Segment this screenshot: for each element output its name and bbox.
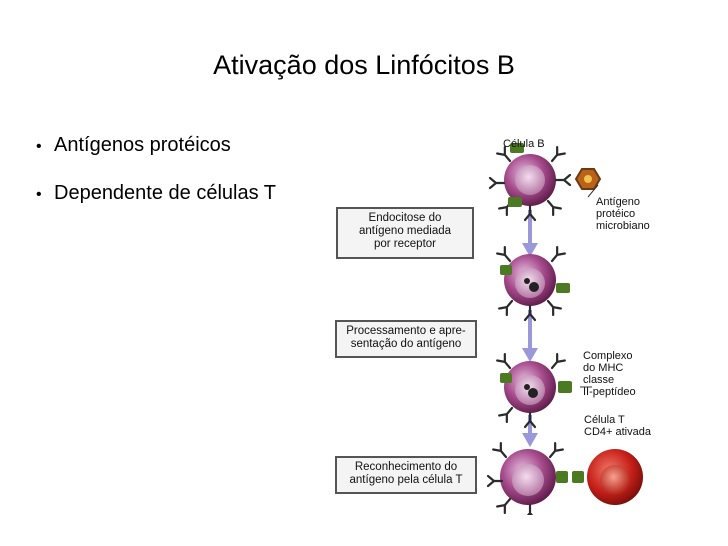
bullet-dot-icon: •	[36, 138, 42, 155]
label-t-cell: Célula T CD4+ ativada	[584, 414, 651, 438]
step-processing: Processamento e apre- sentação do antíge…	[335, 320, 477, 358]
step-recognition: Reconhecimento do antígeno pela célula T	[335, 456, 477, 494]
b-cell-3	[496, 352, 572, 429]
step-endocytosis: Endocitose do antígeno mediada por recep…	[336, 207, 474, 259]
label-antigen: Antígeno protéico microbiano	[596, 196, 650, 232]
label-mhc-complex: Complexo do MHC classe II-peptídeo	[583, 350, 636, 398]
b-cell-activation-figure	[486, 143, 643, 515]
b-cell-1	[488, 143, 572, 222]
label-b-cell: Célula B	[503, 138, 545, 150]
microbial-antigen-icon	[574, 168, 602, 190]
slide-title: Ativação dos Linfócitos B	[213, 50, 515, 80]
bullet-item: •Antígenos protéicos	[36, 133, 276, 159]
bullet-list: •Antígenos protéicos •Dependente de célu…	[36, 133, 276, 229]
bullet-dot-icon: •	[36, 186, 42, 203]
t-cell	[587, 449, 643, 505]
bullet-item: •Dependente de células T	[36, 181, 276, 207]
antigen-leader-line	[587, 184, 599, 198]
b-cell-2	[496, 245, 570, 322]
b-cell-4	[486, 441, 584, 515]
